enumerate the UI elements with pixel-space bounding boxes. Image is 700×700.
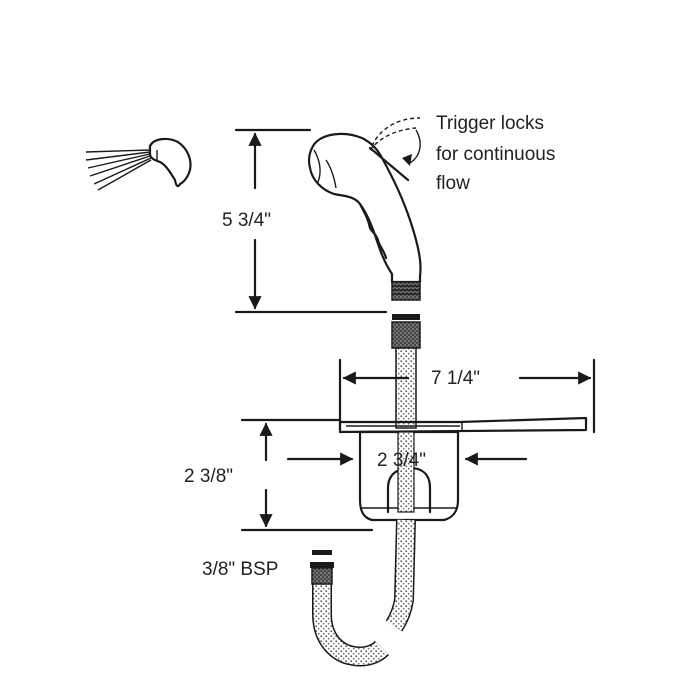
spray-illustration bbox=[85, 137, 192, 191]
housing-illustration bbox=[358, 430, 460, 522]
annotation-line-2: for continuous bbox=[436, 144, 555, 165]
handle-height-label: 5 3/4" bbox=[222, 210, 271, 231]
body-height-label: 2 3/8" bbox=[184, 466, 233, 487]
body-width-label: 2 3/4" bbox=[377, 450, 426, 471]
body-height-dimension: 2 3/8" bbox=[184, 418, 374, 532]
flange-illustration bbox=[338, 416, 588, 434]
hose-upper bbox=[395, 347, 417, 429]
handset-illustration bbox=[307, 117, 422, 349]
flange-width-dimension: 7 1/4" bbox=[338, 358, 596, 434]
bsp-fitting: 3/8" BSP bbox=[202, 550, 334, 585]
annotation-line-3: flow bbox=[436, 173, 470, 194]
handle-height-dimension: 5 3/4" bbox=[222, 128, 388, 314]
trigger-annotation: Trigger locks for continuous flow bbox=[436, 113, 555, 194]
hose-lower bbox=[312, 519, 416, 667]
body-width-dimension: 2 3/4" bbox=[286, 450, 528, 471]
annotation-line-1: Trigger locks bbox=[436, 113, 544, 134]
flange-width-label: 7 1/4" bbox=[431, 368, 480, 389]
fitting-label: 3/8" BSP bbox=[202, 559, 278, 580]
